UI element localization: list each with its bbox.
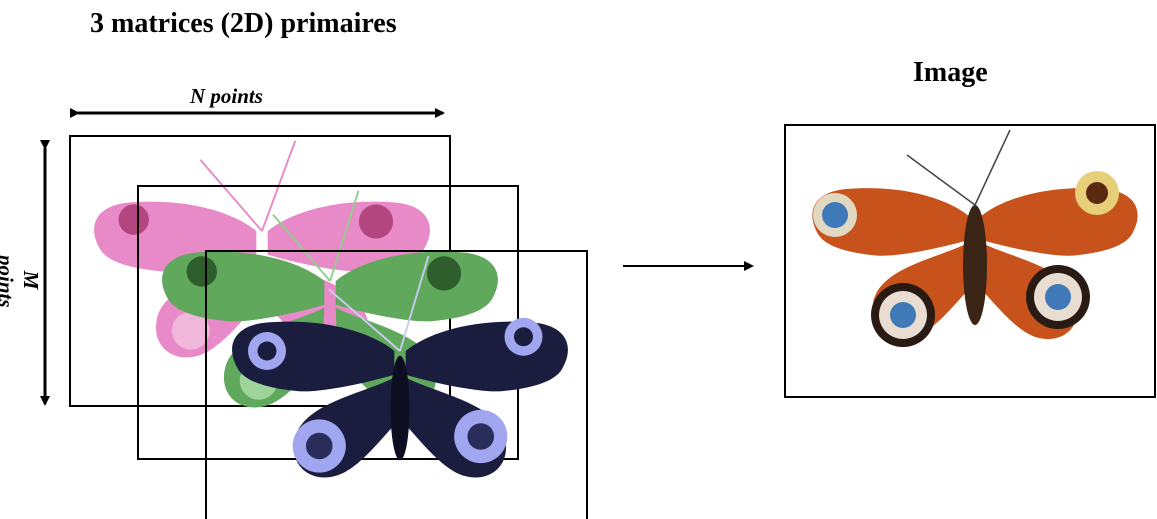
n-points-label: N points xyxy=(190,84,263,108)
color-butterfly xyxy=(812,129,1138,347)
blue-matrix-frame xyxy=(205,250,588,519)
image-frame xyxy=(784,124,1156,398)
diagram-title: 3 matrices (2D) primaires xyxy=(90,8,397,39)
blue-butterfly xyxy=(232,255,568,478)
image-title: Image xyxy=(913,57,988,88)
